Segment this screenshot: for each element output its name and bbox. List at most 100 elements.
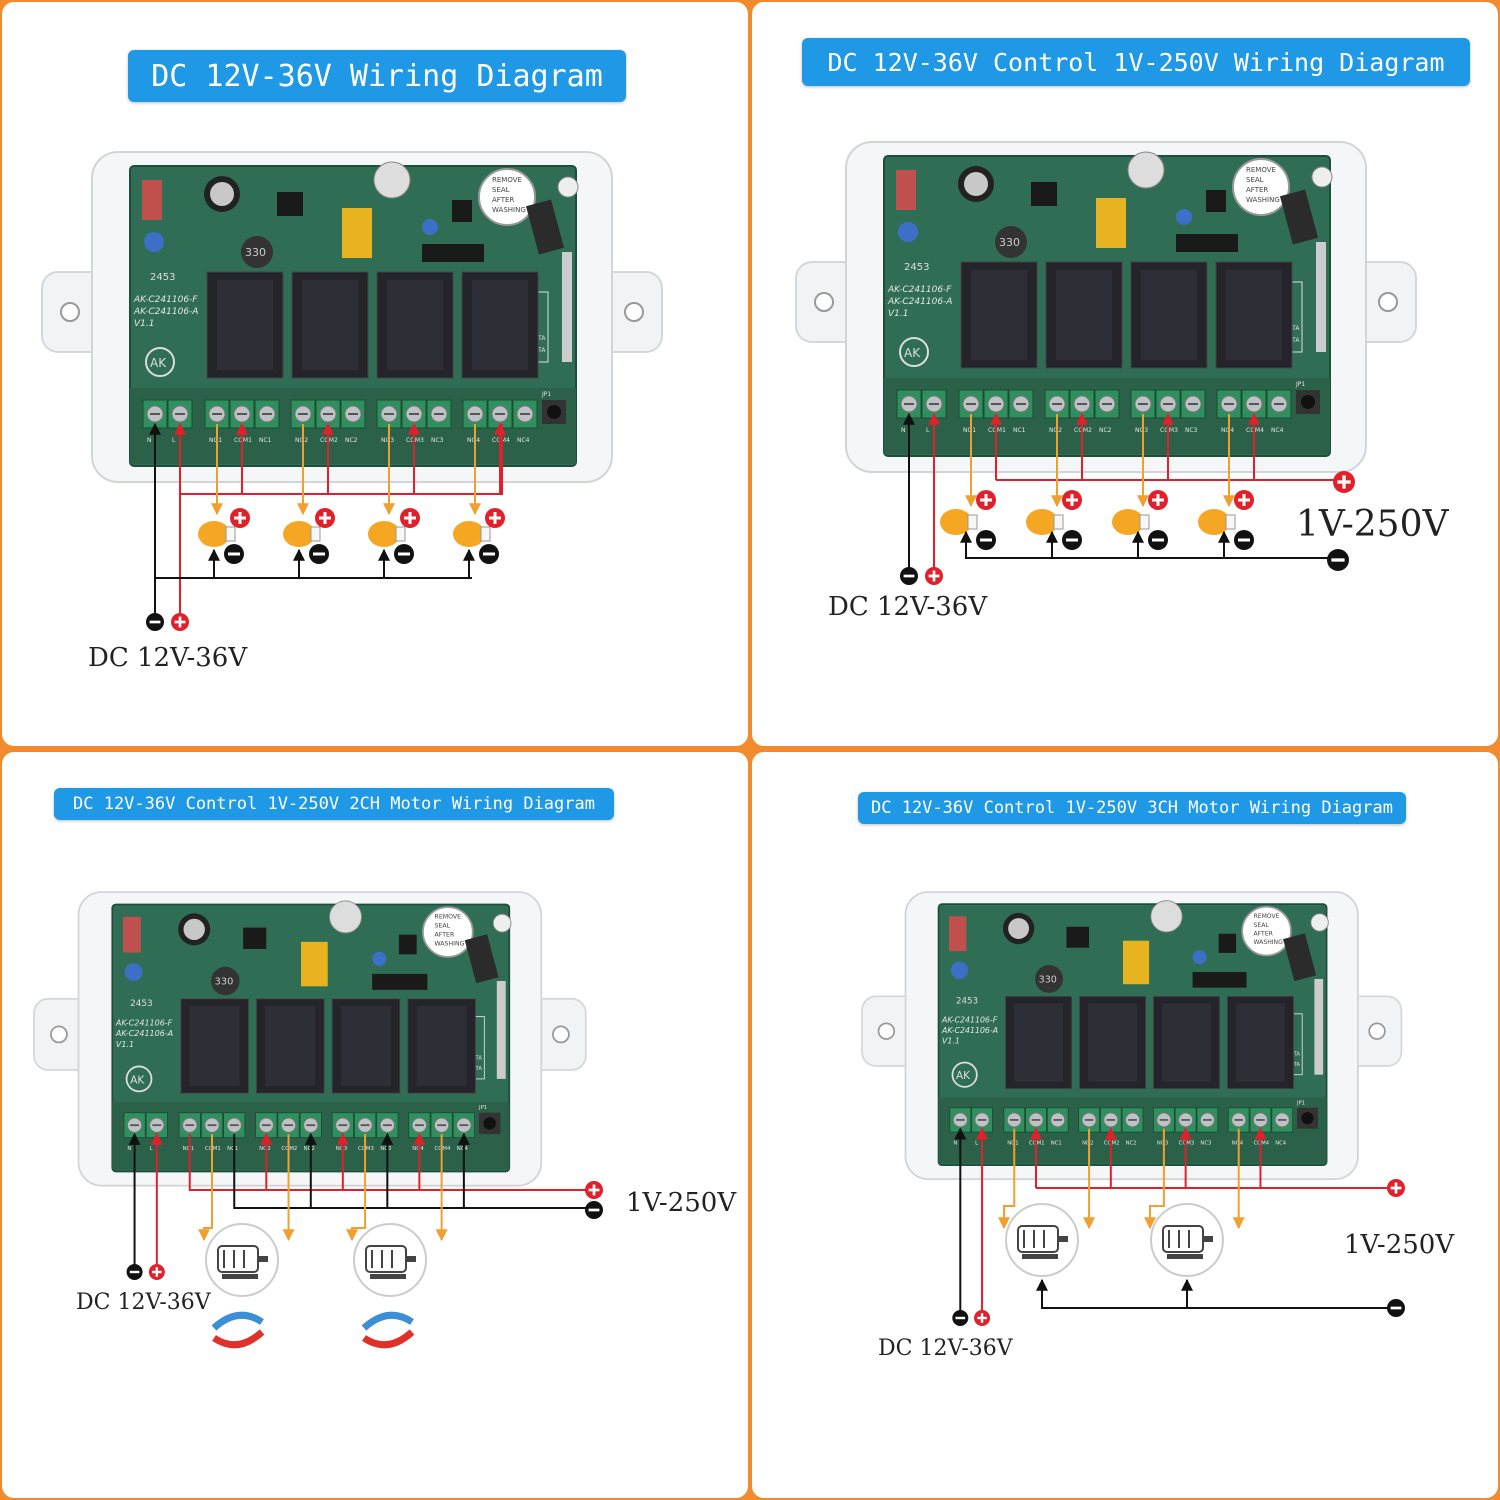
capacitor <box>1127 151 1165 189</box>
terminal-label: NC4 <box>1275 1140 1287 1146</box>
buzzer-label: AFTER <box>1246 186 1268 194</box>
inductor <box>241 236 273 268</box>
terminal-label: NC3 <box>1185 427 1198 434</box>
ic-chip <box>422 244 484 262</box>
terminal-label: N <box>901 427 906 434</box>
sign-bar <box>178 616 182 628</box>
terminal-label: NC3 <box>431 437 444 444</box>
pin-header <box>496 981 506 1079</box>
sign-bar <box>903 574 915 578</box>
terminal-label: NC2 <box>304 1146 315 1152</box>
rotation-arrows-icon <box>361 1311 415 1349</box>
rotation-arrows-icon <box>211 1311 265 1349</box>
load-voltage-label: 1V-250V <box>626 1188 737 1218</box>
capacitor <box>329 900 362 934</box>
terminal-label: NC4 <box>1271 427 1284 434</box>
terminal-label: COM1 <box>988 427 1006 434</box>
sign-bar <box>592 1184 596 1196</box>
motor-wire <box>198 1134 213 1242</box>
terminal-label: NO3 <box>381 437 394 444</box>
terminal-label: L <box>172 437 176 444</box>
led <box>1311 166 1333 188</box>
relay-face <box>971 270 1027 360</box>
relay-face <box>189 1005 240 1087</box>
terminal-label: N <box>127 1146 131 1152</box>
wires <box>900 412 1355 585</box>
terminal-label: COM3 <box>1160 427 1178 434</box>
sign-bar <box>1066 538 1078 542</box>
blue-capacitor <box>1176 209 1192 225</box>
load-voltage-label: 1V-250V <box>1344 1230 1455 1260</box>
relay-face <box>1088 1003 1137 1082</box>
mount-hole <box>1378 292 1398 312</box>
terminal-label: L <box>975 1140 978 1146</box>
logo-text: AK <box>150 356 167 370</box>
motor-wire <box>1144 1128 1165 1230</box>
sign-bar <box>1390 1306 1402 1310</box>
jumper-label: JP1 <box>541 391 551 398</box>
terminal-label: COM1 <box>234 437 252 444</box>
sign-bar <box>1070 494 1074 506</box>
motor-return <box>1036 1278 1392 1309</box>
model-label: AK-C241106-F <box>887 285 952 295</box>
ic-chip <box>372 973 428 990</box>
terminal-label: NO2 <box>295 437 308 444</box>
terminal-label: NO3 <box>1135 427 1148 434</box>
ic-chip <box>277 192 303 216</box>
jumper-label: JP1 <box>478 1105 487 1111</box>
sign-bar <box>129 1270 140 1274</box>
terminal-label: NO2 <box>1082 1140 1093 1146</box>
logo-text: AK <box>956 1070 971 1082</box>
relay-face <box>265 1005 316 1087</box>
yellow-capacitor <box>342 208 372 258</box>
sign-bar <box>1238 538 1250 542</box>
buzzer <box>1241 905 1292 957</box>
wiring-diagram: 330REMOVESEALAFTERWASHINGDATADATAAK-C241… <box>795 141 1417 585</box>
jumper-label: JP1 <box>1296 1100 1305 1106</box>
positive-bus <box>188 1134 587 1191</box>
terminal-label: COM4 <box>1254 1140 1270 1146</box>
inductor <box>995 226 1027 258</box>
blue-capacitor <box>124 963 143 981</box>
light-bulb-icon <box>940 509 978 535</box>
board-code: 2453 <box>150 272 175 283</box>
model-label: AK-C241106-A <box>133 307 198 317</box>
terminal-label: NO2 <box>259 1146 271 1152</box>
terminal-label: NC3 <box>1200 1140 1211 1146</box>
ic-chip <box>1031 182 1057 206</box>
learn-button-cap <box>1301 1112 1314 1125</box>
terminal-label: NC4 <box>517 437 530 444</box>
terminal-label: NO1 <box>963 427 976 434</box>
light-bulb-icon <box>453 521 491 547</box>
terminal-label: NO1 <box>1007 1140 1018 1146</box>
terminal-label: NC2 <box>1126 1140 1137 1146</box>
learn-button-cap <box>1301 395 1315 409</box>
logo-ring <box>951 1061 978 1088</box>
antenna-coil <box>1279 189 1319 245</box>
led <box>557 176 579 198</box>
capacitor <box>1150 900 1183 933</box>
light-bulb-icon <box>1198 509 1236 535</box>
sign-bar <box>1342 475 1346 489</box>
fuse <box>949 916 967 952</box>
motor-icon <box>1005 1203 1079 1277</box>
sign-bar <box>1152 538 1164 542</box>
model-label: AK-C241106-F <box>133 295 198 305</box>
model-label: V1.1 <box>134 319 154 329</box>
ic-chip <box>452 200 472 222</box>
terminal-label: COM2 <box>320 437 338 444</box>
terminal-label: NC1 <box>1051 1140 1062 1146</box>
supply-voltage-label: DC 12V-36V <box>828 592 988 622</box>
board-code: 2453 <box>130 999 153 1009</box>
terminal-label: COM3 <box>406 437 424 444</box>
jumper-label: JP1 <box>1295 381 1305 388</box>
blue-capacitor <box>1192 950 1207 965</box>
buzzer-label: SEAL <box>435 923 451 930</box>
learn-button-cap <box>547 405 561 419</box>
model-label: V1.1 <box>888 309 908 319</box>
relay-board: 330REMOVESEALAFTERWASHINGDATADATAAK-C241… <box>795 141 1417 473</box>
inductor-label: 330 <box>215 977 234 988</box>
logo-text: AK <box>904 346 921 360</box>
relay-board: 330REMOVESEALAFTERWASHINGDATADATAAK-C241… <box>41 151 663 483</box>
fuse <box>123 916 141 953</box>
